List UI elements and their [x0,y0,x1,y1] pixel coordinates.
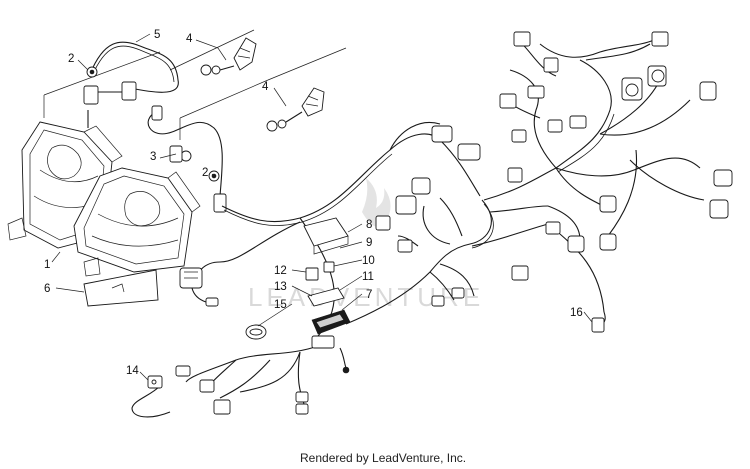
harness-clip [245,324,267,340]
headlight-decal [83,269,159,307]
connector-headlight [179,267,219,307]
callout-3: 3 [150,151,156,163]
callout-9: 9 [366,237,372,249]
adjuster-upper [200,37,257,76]
bulb-harness [83,41,179,128]
lower-harness [131,335,350,418]
callout-10: 10 [362,255,375,267]
footer-credit: Rendered by LeadVenture, Inc. [300,451,466,465]
fuse-box [303,217,351,335]
callouts: 1 2 2 3 4 4 5 6 7 8 9 10 11 12 13 14 15 … [44,29,583,377]
connector-cluster [499,31,733,253]
callout-13: 13 [274,281,287,293]
callout-7: 7 [366,289,372,301]
callout-15: 15 [274,299,287,311]
callout-1: 1 [44,259,50,271]
callout-2-lower: 2 [202,167,208,179]
headlight-right [73,167,201,277]
callout-12: 12 [274,265,287,277]
callout-11: 11 [362,271,374,283]
connector-middle [375,125,529,307]
callout-5: 5 [154,29,160,41]
callout-14: 14 [126,365,139,377]
callout-4-upper: 4 [186,33,193,45]
callout-2-upper: 2 [68,53,74,65]
adjuster-lower [266,87,325,132]
leader-lines [51,33,593,381]
bulb-left-upper [86,66,98,78]
callout-6: 6 [44,283,50,295]
callout-8: 8 [366,219,372,231]
sensor-lead [591,311,606,333]
callout-4-lower: 4 [262,81,269,93]
callout-16: 16 [570,307,583,319]
